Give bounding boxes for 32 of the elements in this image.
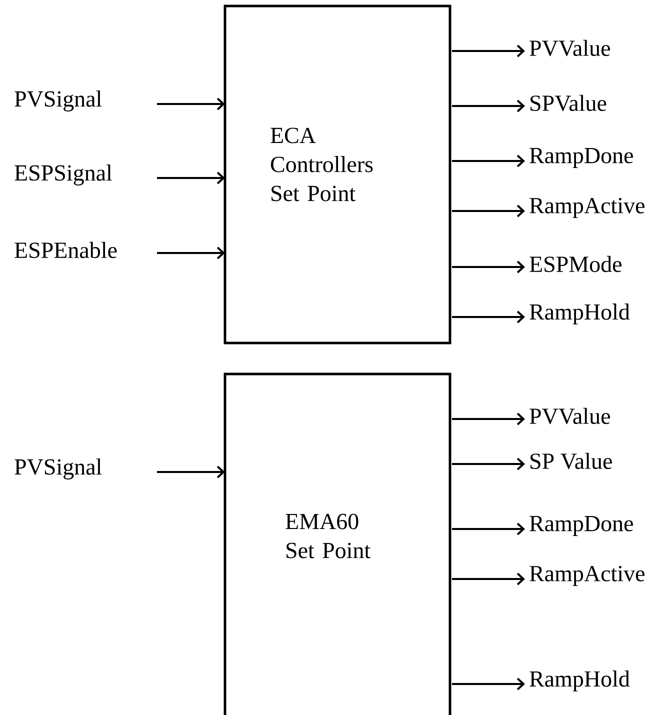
arrow	[452, 678, 525, 690]
arrow	[157, 466, 225, 478]
signal-label: RampDone	[530, 516, 633, 536]
signal-label: PVSignal	[14, 90, 102, 112]
signal-label: PVValue	[530, 40, 610, 56]
signal-label: ESPMode	[530, 256, 622, 272]
arrow	[452, 310, 525, 324]
arrow	[452, 412, 525, 426]
signal-label: RampHold	[530, 670, 630, 692]
arrow	[452, 154, 525, 168]
arrow	[452, 260, 525, 274]
arrow	[452, 100, 525, 112]
arrow	[452, 44, 525, 58]
signal-label: PVValue	[530, 408, 610, 424]
signal-label: RampActive	[530, 566, 644, 586]
arrow	[452, 522, 525, 536]
signal-label: PVSignal	[14, 458, 102, 480]
arrow	[452, 204, 525, 218]
block-box: EMA60 Set Point	[224, 372, 452, 715]
arrow	[452, 572, 525, 586]
arrow	[157, 98, 225, 110]
signal-label: RampHold	[530, 304, 630, 324]
arrow	[452, 458, 525, 470]
signal-label: RampDone	[530, 148, 633, 168]
block-box: ECA Controllers Set Point	[224, 4, 452, 344]
signal-label: ESPSignal	[14, 164, 112, 186]
signal-label: SP Value	[530, 452, 612, 470]
arrow	[157, 172, 225, 184]
arrow	[157, 246, 225, 260]
signal-label: ESPEnable	[14, 242, 117, 258]
signal-label: SPValue	[530, 94, 606, 112]
signal-label: RampActive	[530, 198, 644, 218]
